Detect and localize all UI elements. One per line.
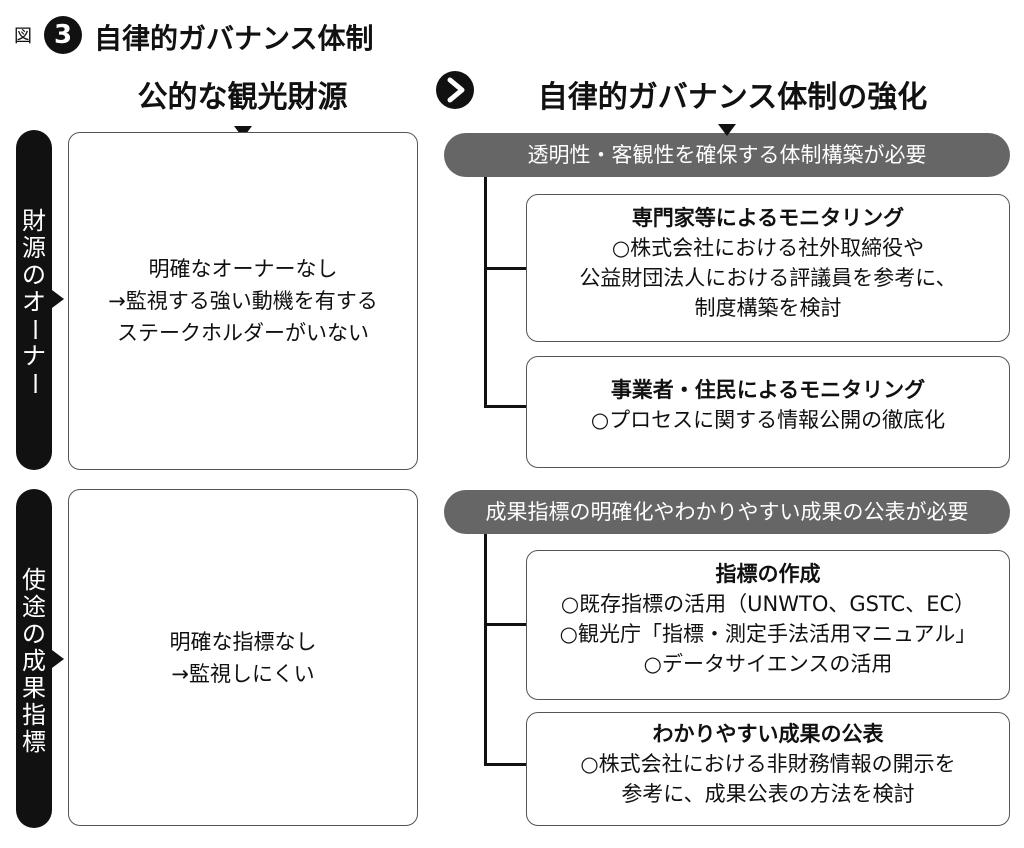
measure-line: ○株式会社における社外取締役や — [611, 236, 925, 260]
side-label-char: 使 — [22, 566, 46, 594]
measure-line: ○既存指標の活用（UNWTO、GSTC、EC） — [560, 592, 976, 616]
measure-box-expert-monitoring: 専門家等によるモニタリング ○株式会社における社外取締役や 公益財団法人における… — [526, 194, 1010, 342]
side-label-char: 指 — [22, 701, 46, 729]
side-label-char: 標 — [22, 728, 46, 756]
measure-line: 参考に、成果公表の方法を検討 — [621, 782, 915, 806]
side-label-char: の — [22, 620, 46, 648]
side-label-char: ナ — [22, 342, 46, 370]
requirement-bar-transparency: 透明性・客観性を確保する体制構築が必要 — [444, 133, 1010, 177]
measure-line: ○観光庁「指標・測定手法活用マニュアル」 — [559, 622, 977, 646]
measure-line: ○データサイエンスの活用 — [643, 652, 893, 676]
figure-label: 図 — [14, 26, 32, 47]
side-label-char: ー — [20, 371, 49, 396]
problem-line: ステークホルダーがいない — [116, 321, 369, 345]
problem-line: →監視しにくい — [171, 661, 315, 686]
figure-number-badge: 3 — [44, 16, 82, 54]
measure-line: ○プロセスに関する情報公開の徹底化 — [590, 408, 946, 432]
right-down-pointer-icon — [718, 124, 736, 136]
measure-line: 制度構築を検討 — [694, 296, 842, 320]
side-label-char: 源 — [22, 234, 46, 262]
measure-box-indicator-creation: 指標の作成 ○既存指標の活用（UNWTO、GSTC、EC） ○観光庁「指標・測定… — [526, 550, 1010, 700]
side-label-funding-owner: 財源のオーナー — [16, 208, 52, 397]
problem-line: →監視する強い動機を有する — [108, 289, 378, 313]
side-label-char: 途 — [22, 593, 46, 621]
measure-title: わかりやすい成果の公表 — [652, 722, 884, 746]
side-label-char: 財 — [22, 207, 46, 235]
problem-text: 明確なオーナーなし →監視する強い動機を有するステークホルダーがいない — [108, 253, 378, 349]
problem-line: 明確なオーナーなし — [148, 257, 338, 281]
measure-box-resident-monitoring: 事業者・住民によるモニタリング ○プロセスに関する情報公開の徹底化 — [526, 356, 1010, 468]
arrow-right-icon — [436, 71, 474, 109]
side-label-char: ー — [20, 317, 49, 342]
connector-line — [484, 623, 526, 626]
side-right-pointer-icon — [52, 290, 64, 308]
connector-line — [484, 267, 526, 270]
left-column-header: 公的な観光財源 — [137, 80, 348, 115]
side-label-char: 成 — [22, 647, 46, 675]
measure-line: 公益財団法人における評議員を参考に、 — [579, 266, 957, 290]
measure-box-clear-publication: わかりやすい成果の公表 ○株式会社における非財務情報の開示を 参考に、成果公表の… — [526, 712, 1010, 826]
measure-title: 指標の作成 — [715, 562, 821, 586]
problem-line: 明確な指標なし — [169, 629, 317, 654]
requirement-bar-outcome-indicators: 成果指標の明確化やわかりやすい成果の公表が必要 — [444, 490, 1010, 534]
problem-box-outcome-indicator: 明確な指標なし →監視しにくい — [68, 489, 418, 826]
side-label-usage-outcome-indicator: 使途の成果指標 — [16, 567, 52, 756]
side-bar-funding-owner: 財源のオーナー — [16, 130, 52, 470]
connector-line — [484, 534, 487, 766]
measure-line: ○株式会社における非財務情報の開示を — [580, 752, 956, 776]
connector-line — [484, 405, 526, 408]
side-label-char: の — [22, 261, 46, 289]
side-label-char: 果 — [22, 674, 46, 702]
side-right-pointer-icon — [52, 650, 64, 668]
measure-title: 専門家等によるモニタリング — [631, 206, 905, 230]
measure-title: 事業者・住民によるモニタリング — [610, 378, 926, 402]
side-label-char: オ — [22, 288, 46, 316]
right-column-header: 自律的ガバナンス体制の強化 — [537, 80, 928, 115]
connector-line — [484, 763, 526, 766]
side-bar-usage-outcome-indicator: 使途の成果指標 — [16, 489, 52, 828]
problem-box-funding-owner: 明確なオーナーなし →監視する強い動機を有するステークホルダーがいない — [68, 132, 418, 470]
connector-line — [484, 177, 487, 407]
problem-text: 明確な指標なし →監視しにくい — [170, 626, 317, 690]
figure-title: 自律的ガバナンス体制 — [94, 22, 374, 55]
